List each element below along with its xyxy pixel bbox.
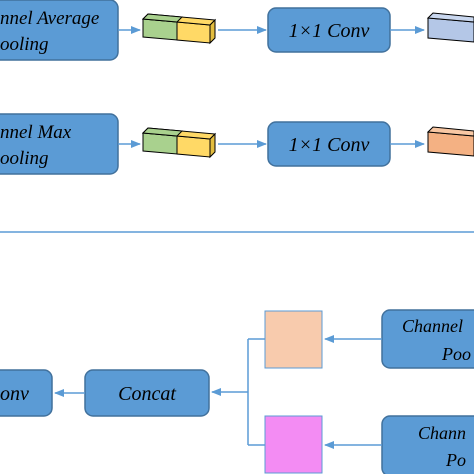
- channel-max-pooling-label-2: ooling: [0, 148, 49, 169]
- channel-average-pooling-label-1: nnel Average: [0, 8, 99, 29]
- feature-map-peach: [264, 310, 323, 369]
- channel-pool-b-label-2: Po: [445, 450, 466, 470]
- channel-average-pooling-label-2: ooling: [0, 34, 49, 55]
- channel-pool-a-label-1: Channel: [402, 316, 463, 336]
- channel-pool-a-label-2: Poo: [441, 344, 471, 364]
- conv-bottom-label: onv: [0, 383, 29, 405]
- channel-max-pooling-label-1: nnel Max: [0, 122, 72, 143]
- output-vector-orange: [426, 126, 474, 157]
- feature-map-magenta: [264, 415, 323, 474]
- output-vector-blue: [426, 12, 474, 43]
- conv-box-bottom: [0, 369, 53, 417]
- channel-pool-b-label-1: Chann: [418, 423, 466, 443]
- pooled-feature-vector-2: [141, 127, 217, 159]
- merge-bracket: [247, 338, 265, 446]
- pooled-feature-vector-1: [141, 13, 217, 45]
- conv-1x1-label-2: 1×1 Conv: [289, 134, 370, 156]
- concat-label: Concat: [118, 383, 176, 405]
- channel-pool-box-b: [381, 415, 474, 474]
- conv-1x1-label-1: 1×1 Conv: [289, 20, 370, 42]
